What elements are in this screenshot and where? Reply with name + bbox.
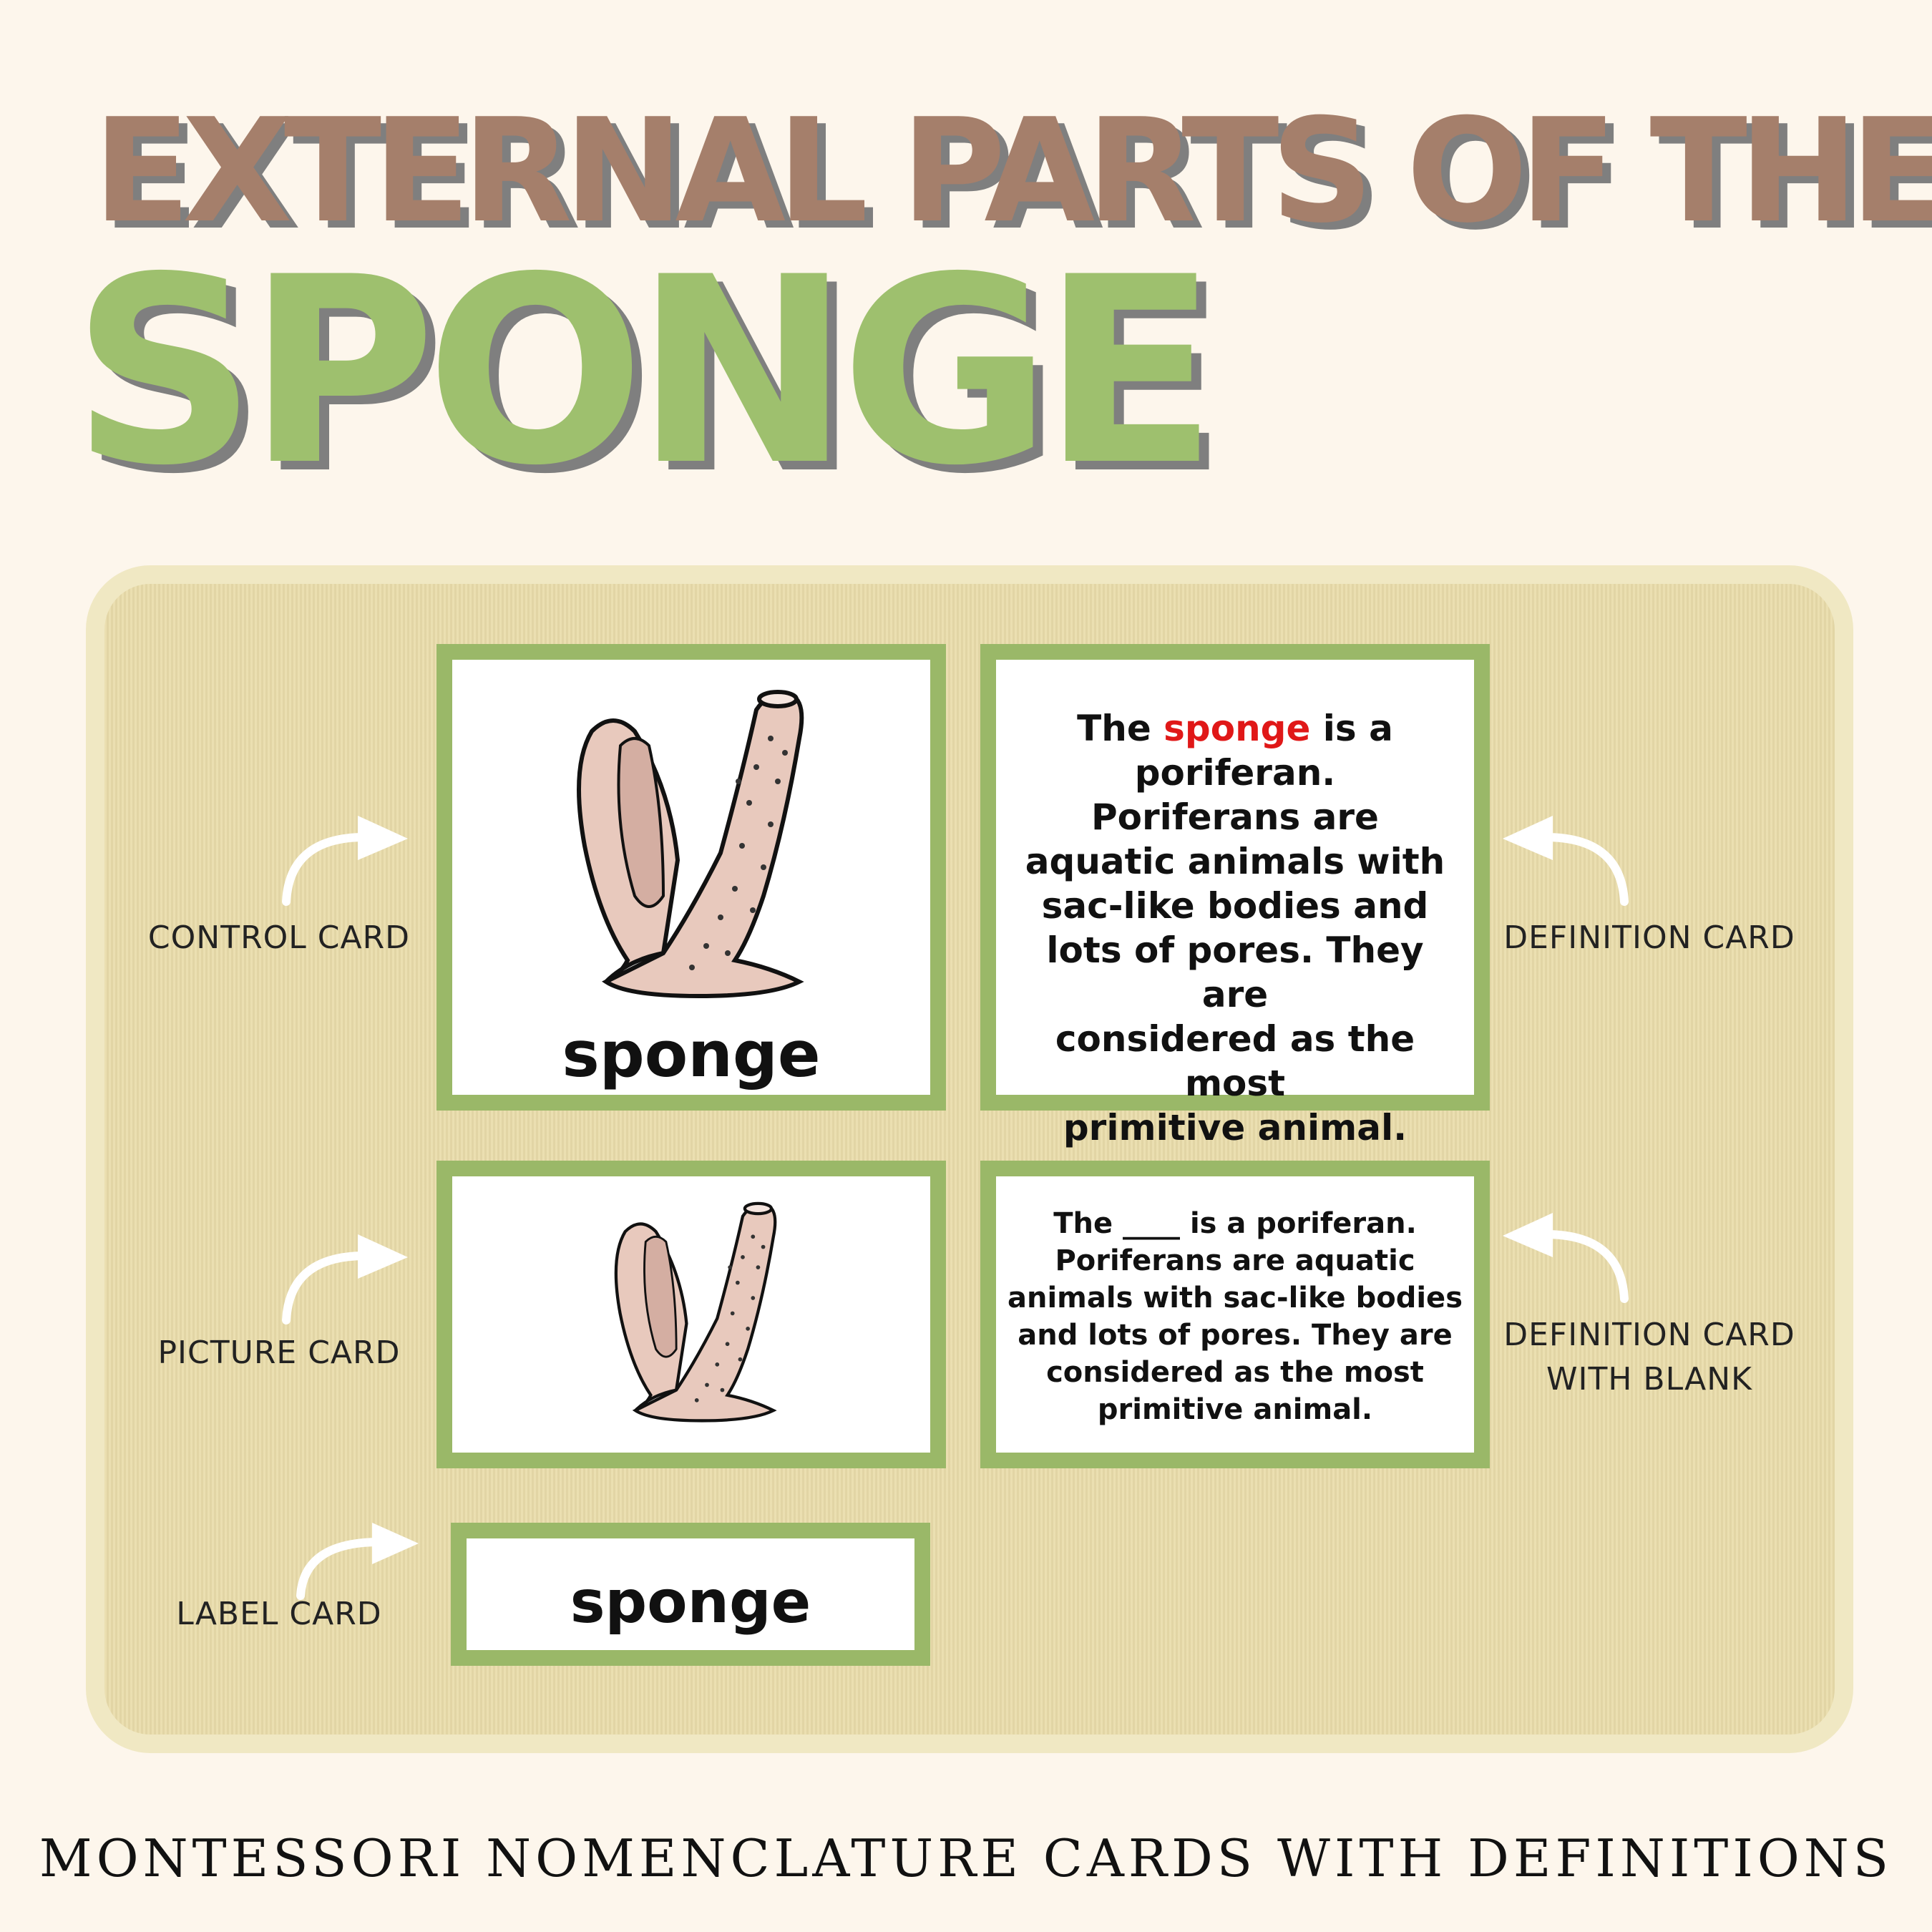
sponge-illustration bbox=[614, 1201, 777, 1423]
curved-arrow-left-icon bbox=[1503, 816, 1629, 906]
label-card[interactable]: sponge bbox=[451, 1523, 930, 1666]
curved-arrow-left-icon bbox=[1503, 1213, 1629, 1303]
label-control-card: CONTROL CARD bbox=[147, 919, 411, 956]
definition-text: The sponge is a poriferan. Poriferans ar… bbox=[1018, 706, 1453, 1150]
definition-blank-line: and lots of pores. They are bbox=[1018, 1319, 1453, 1352]
sponge-illustration bbox=[577, 690, 804, 999]
label-definition-blank-line-2: WITH BLANK bbox=[1546, 1361, 1752, 1397]
definition-prefix: The bbox=[1077, 708, 1164, 749]
definition-blank-line: primitive animal. bbox=[1097, 1393, 1373, 1426]
definition-line: considered as the most bbox=[1055, 1018, 1415, 1104]
title-line-1: EXTERNAL PARTS OF THE bbox=[93, 88, 1932, 255]
label-label-card: LABEL CARD bbox=[176, 1596, 382, 1632]
control-card-word: sponge bbox=[562, 1018, 821, 1091]
picture-card[interactable] bbox=[436, 1161, 946, 1468]
definition-blank-line: considered as the most bbox=[1046, 1356, 1424, 1389]
definition-blank-card[interactable]: The ____ is a poriferan. Poriferans are … bbox=[980, 1161, 1490, 1468]
definition-line: poriferan. bbox=[1134, 752, 1336, 794]
curved-arrow-right-icon bbox=[296, 1523, 419, 1600]
definition-line: aquatic animals with bbox=[1025, 841, 1445, 882]
definition-highlight: sponge bbox=[1163, 708, 1311, 749]
definition-blank-line: Poriferans are aquatic bbox=[1055, 1244, 1415, 1277]
label-picture-card: PICTURE CARD bbox=[157, 1335, 401, 1371]
definition-line: sac-like bodies and bbox=[1041, 885, 1429, 927]
definition-suffix: is a bbox=[1310, 708, 1393, 749]
definition-line: Poriferans are bbox=[1091, 796, 1379, 838]
definition-line: lots of pores. They are bbox=[1046, 930, 1424, 1015]
label-definition-blank-card: DEFINITION CARD WITH BLANK bbox=[1496, 1313, 1803, 1402]
curved-arrow-right-icon bbox=[282, 1234, 408, 1324]
control-card[interactable]: sponge bbox=[436, 644, 946, 1111]
felt-mat bbox=[86, 565, 1853, 1753]
definition-card[interactable]: The sponge is a poriferan. Poriferans ar… bbox=[980, 644, 1490, 1148]
curved-arrow-right-icon bbox=[282, 816, 408, 906]
label-card-word: sponge bbox=[570, 1568, 811, 1636]
definition-blank-line: animals with sac-like bodies bbox=[1008, 1282, 1463, 1314]
definition-blank-text: The ____ is a poriferan. Poriferans are … bbox=[1003, 1205, 1467, 1428]
definition-line: primitive animal. bbox=[1063, 1107, 1407, 1148]
definition-blank-line: The ____ is a poriferan. bbox=[1053, 1207, 1417, 1240]
footer-caption: MONTESSORI NOMENCLATURE CARDS WITH DEFIN… bbox=[39, 1828, 1893, 1888]
label-definition-blank-line-1: DEFINITION CARD bbox=[1503, 1317, 1795, 1353]
definition-first-line: The sponge is a bbox=[1018, 706, 1453, 751]
label-definition-card: DEFINITION CARD bbox=[1503, 919, 1795, 956]
title-line-2: SPONGE bbox=[72, 222, 1218, 522]
